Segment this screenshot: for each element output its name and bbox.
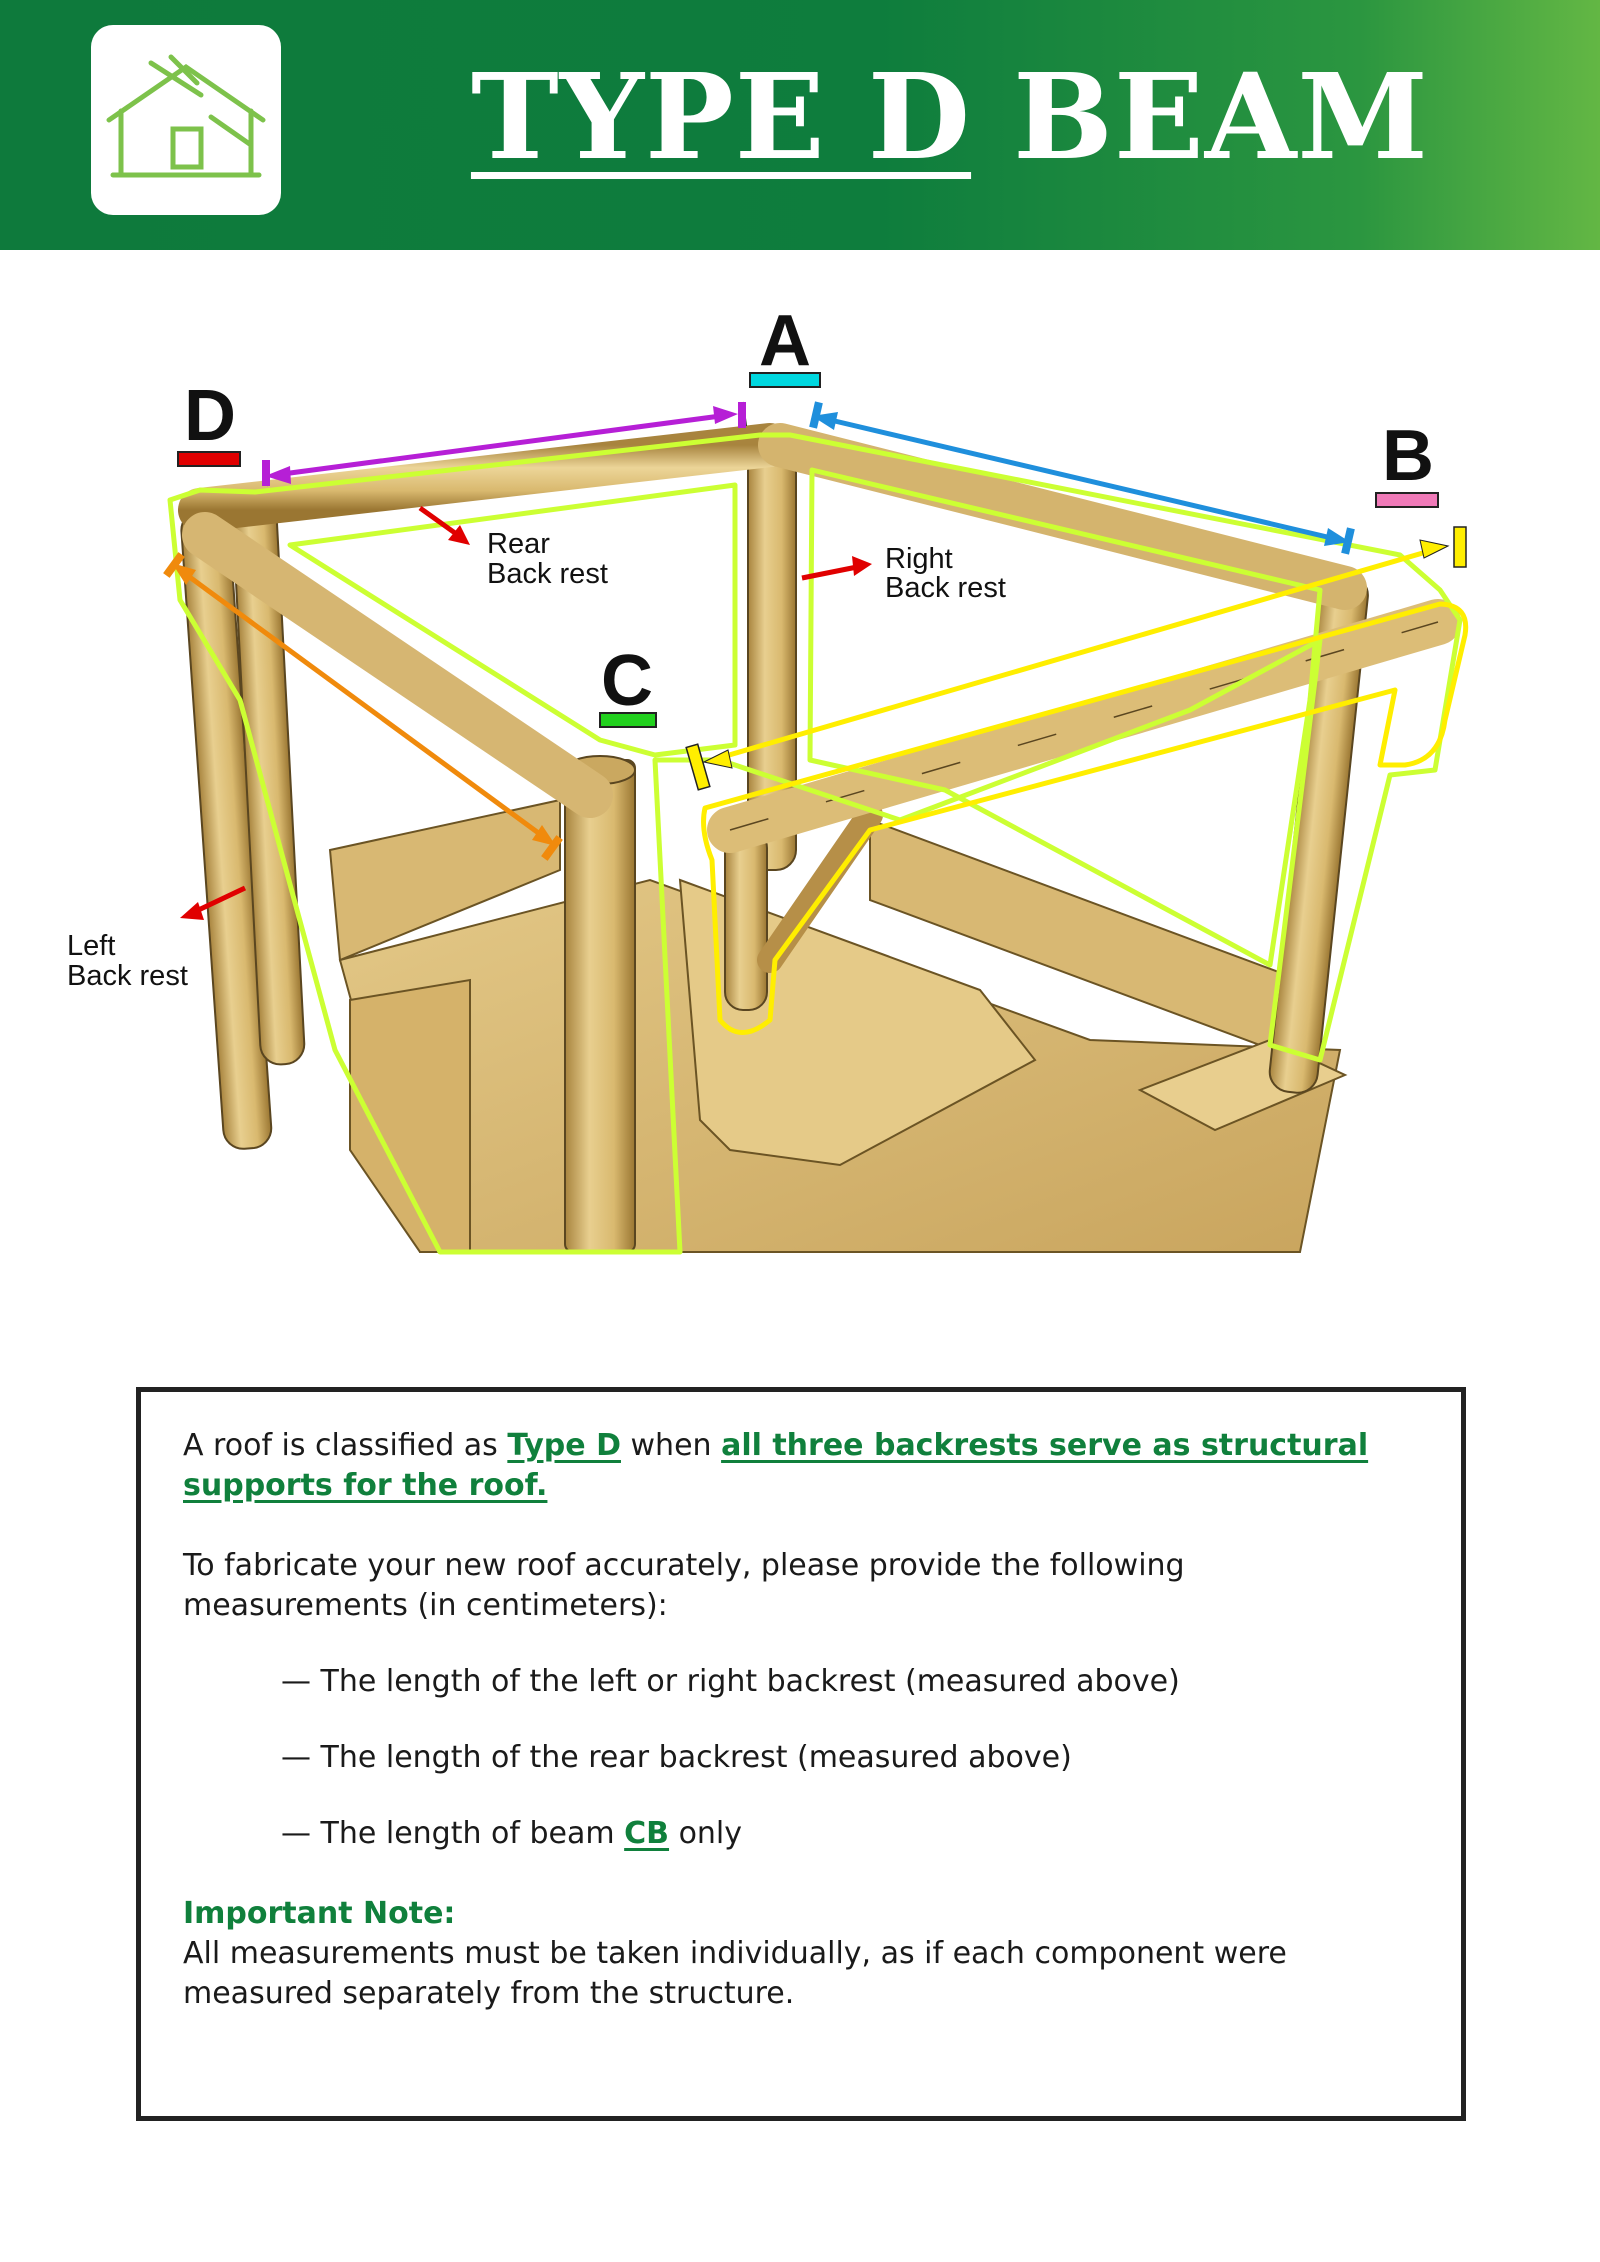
info-box: A roof is classified as Type D when all …: [136, 1387, 1466, 2121]
beam-a-b: [758, 423, 1367, 610]
label-c: C: [601, 641, 653, 721]
measurement-item-2: — The length of the rear backrest (measu…: [281, 1740, 1072, 1775]
instructions-text: To fabricate your new roof accurately, p…: [183, 1548, 1185, 1623]
beam-d-c: [182, 512, 613, 818]
marker-d: [177, 451, 241, 467]
measurement-item-1: — The length of the left or right backre…: [281, 1664, 1180, 1699]
left-label-line1: Left: [67, 930, 115, 962]
label-b: B: [1382, 416, 1434, 496]
right-label-line1: Right: [885, 543, 953, 575]
important-note-title: Important Note:: [183, 1896, 456, 1931]
label-d: D: [184, 376, 236, 456]
beam-d-a: [178, 423, 792, 532]
rear-backrest-arrow: [274, 412, 729, 478]
hut-icon: [106, 54, 266, 178]
structure-outline: [167, 432, 1463, 1255]
marker-a: [749, 372, 821, 388]
right-label-line2: Back rest: [885, 572, 1006, 604]
left-backrest-arrow: [178, 567, 550, 843]
rear-wall-panel: [328, 798, 561, 962]
rear-label-line1: Rear: [487, 528, 550, 560]
logo: [91, 25, 281, 215]
measurement-item-3: — The length of beam CB only: [281, 1816, 743, 1851]
right-backrest-arrow: [821, 415, 1341, 543]
title-type-d: TYPE D: [470, 47, 972, 186]
title-beam: BEAM: [1013, 47, 1430, 186]
marker-b: [1375, 492, 1439, 508]
marker-c: [599, 712, 657, 728]
label-a: A: [759, 301, 811, 381]
beam-cb-highlight: [701, 601, 1469, 1035]
classification-text: A roof is classified as Type D when all …: [183, 1428, 1369, 1503]
gazebo-diagram: A D B C Rear Back rest Right Back rest L…: [67, 301, 1469, 1255]
important-note-text: All measurements must be taken individua…: [183, 1936, 1287, 2011]
type-d-highlight: Type D: [507, 1428, 621, 1463]
rear-label-line2: Back rest: [487, 558, 608, 590]
right-inner-outline: [807, 467, 1323, 968]
post-c: [564, 759, 636, 1253]
header-banner: TYPE D BEAM: [0, 0, 1600, 250]
structural-support-highlight: all three backrests serve as structural …: [183, 1428, 1369, 1503]
post-cb-end: [724, 829, 768, 1011]
beam-cb-highlight-text: CB: [624, 1816, 670, 1851]
beam-cb-arrow: [711, 545, 1441, 763]
left-label-line2: Back rest: [67, 960, 188, 992]
page-title: TYPE D BEAM: [300, 42, 1600, 192]
